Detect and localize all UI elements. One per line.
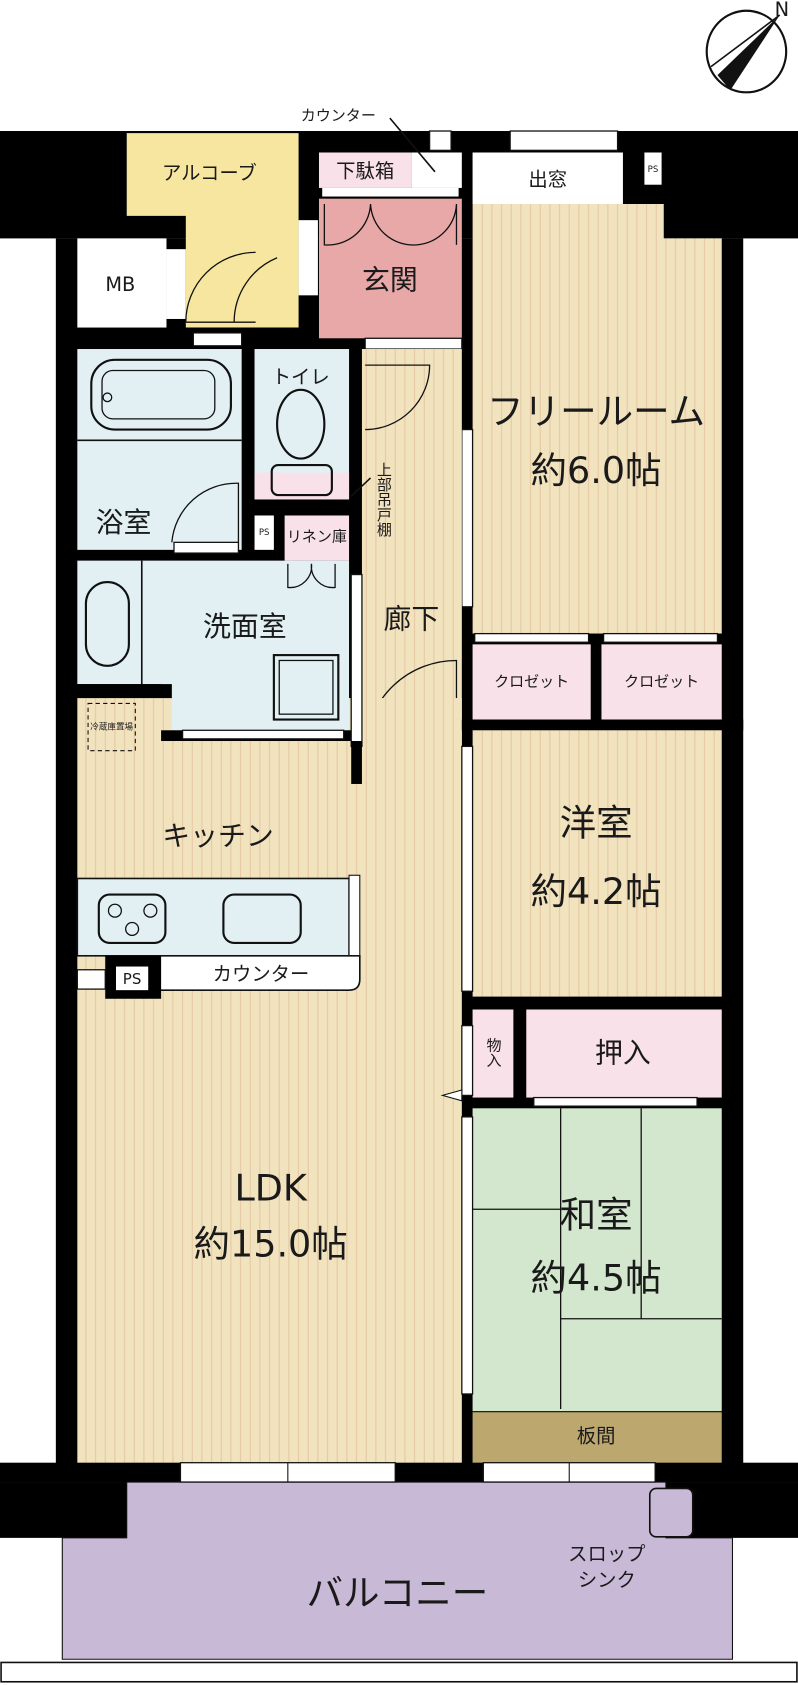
western-room-size: 約4.2帖 — [531, 870, 662, 913]
balcony-rail — [0, 1661, 798, 1683]
alcove-label: アルコーブ — [162, 161, 257, 184]
closet-1[interactable] — [472, 644, 591, 720]
entrance-counter — [411, 152, 462, 188]
bay-window — [472, 152, 623, 205]
ps-top — [644, 152, 662, 185]
kitchen-counter-label: カウンター — [213, 963, 310, 986]
entrance-label: 玄関 — [362, 263, 418, 296]
storage[interactable] — [472, 1009, 514, 1098]
entrance — [318, 198, 462, 339]
slop-sink-label-2: シンク — [578, 1568, 636, 1591]
sink-icon — [222, 893, 302, 944]
western-room — [472, 730, 722, 997]
alcove-door — [166, 249, 186, 319]
corridor-label: 廊下 — [383, 603, 439, 636]
toilet-label: トイレ — [272, 366, 330, 389]
linen-label: リネン庫 — [287, 527, 347, 545]
mb-label: MB — [105, 273, 135, 296]
japanese-room-label: 和室 — [560, 1193, 633, 1236]
ps-bath — [254, 515, 274, 550]
ldk-label: LDK — [234, 1166, 307, 1209]
western-room-label: 洋室 — [560, 801, 633, 844]
closet-2[interactable] — [601, 644, 722, 720]
ps-top-label: PS — [648, 165, 659, 175]
itama-label: 板間 — [577, 1424, 616, 1447]
shoe-box — [318, 152, 412, 188]
washroom — [77, 560, 350, 731]
closet-2-label: クロゼット — [624, 672, 699, 690]
ldk-size: 約15.0帖 — [194, 1222, 348, 1265]
ps-kitchen-label: PS — [123, 970, 142, 988]
oshiire-label: 押入 — [595, 1037, 651, 1070]
japanese-room-size: 約4.5帖 — [531, 1257, 662, 1300]
upper-cabinet-label: 上部吊戸棚 — [375, 462, 393, 537]
slop-sink-label-1: スロップ — [568, 1543, 646, 1566]
entrance-counter-label: カウンター — [301, 106, 376, 124]
alcove — [126, 133, 299, 328]
north-compass-icon: N — [705, 0, 789, 94]
stove-icon — [97, 893, 167, 944]
japanese-room — [472, 1108, 722, 1412]
kitchen-counter — [76, 877, 350, 957]
closet-1-label: クロゼット — [494, 672, 569, 690]
ps-bath-label: PS — [259, 528, 270, 538]
slop-sink-icon — [648, 1487, 694, 1538]
balcony-label: バルコニー — [306, 1571, 488, 1614]
shoe-box-label: 下駄箱 — [336, 159, 394, 182]
bay-window-label: 出窓 — [528, 168, 567, 191]
meter-box — [77, 238, 167, 328]
free-room-size: 約6.0帖 — [531, 449, 662, 492]
itama — [472, 1412, 722, 1463]
bath-label: 浴室 — [96, 506, 152, 539]
fridge-space-label: 冷蔵庫置場 — [90, 721, 133, 733]
free-room — [472, 204, 722, 634]
corridor — [361, 349, 462, 747]
oshiire[interactable] — [526, 1009, 722, 1098]
ldk — [77, 698, 462, 1463]
linen-closet[interactable] — [284, 515, 350, 561]
washroom-label: 洗面室 — [203, 610, 287, 643]
storage-label: 物入 — [484, 1037, 502, 1067]
compass-north-label: N — [775, 0, 789, 21]
free-room-label: フリールーム — [487, 390, 705, 433]
kitchen-label: キッチン — [162, 820, 274, 853]
